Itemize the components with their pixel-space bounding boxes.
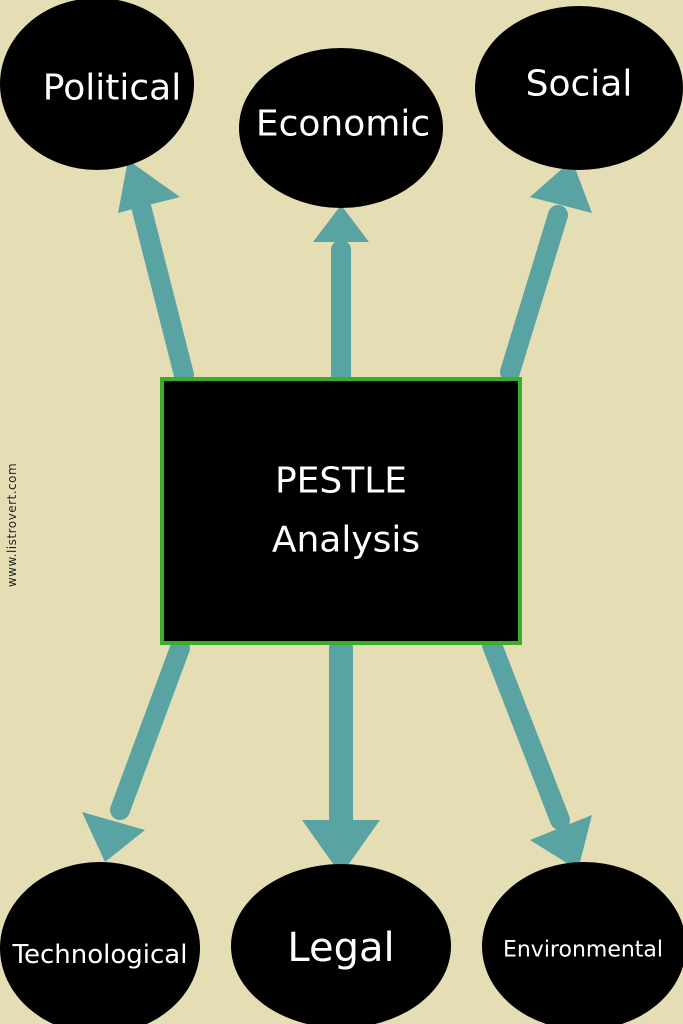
node-political-label: Political	[43, 68, 181, 109]
arrow-to-social-shaft	[500, 205, 568, 382]
node-social-ellipse	[475, 6, 683, 170]
node-economic-ellipse	[239, 48, 443, 208]
arrow-to-economic	[313, 205, 369, 388]
node-technological: Technological	[0, 862, 200, 1024]
arrow-to-environmental-shaft	[482, 635, 570, 830]
arrow-to-political-head	[118, 160, 180, 213]
arrows-group	[82, 160, 592, 875]
arrow-to-technological-head	[82, 812, 145, 862]
arrow-to-economic-head	[313, 205, 369, 242]
arrow-to-social	[500, 160, 592, 382]
arrow-to-technological-shaft	[110, 638, 190, 820]
arrow-to-legal	[302, 636, 380, 875]
node-political: Political	[0, 0, 194, 170]
node-legal-ellipse	[231, 864, 451, 1024]
node-technological-label: Technological	[12, 940, 188, 970]
node-economic-label: Economic	[256, 104, 430, 145]
arrow-to-technological	[82, 638, 190, 862]
node-environmental: Environmental	[482, 862, 683, 1024]
node-economic: Economic	[239, 48, 443, 208]
arrow-to-political	[118, 160, 194, 385]
arrow-to-legal-head	[302, 820, 380, 875]
arrow-to-environmental-head	[530, 815, 592, 870]
arrow-to-social-head	[530, 160, 592, 213]
arrow-to-environmental	[482, 635, 592, 870]
node-environmental-label: Environmental	[503, 938, 663, 963]
watermark-text: www.listrovert.com	[5, 462, 19, 588]
node-legal-label: Legal	[287, 925, 394, 971]
node-legal: Legal	[231, 864, 451, 1024]
center-box	[160, 377, 522, 645]
center-node: PESTLE Analysis	[160, 377, 522, 645]
node-social: Social	[475, 6, 683, 170]
center-title-line1: PESTLE	[275, 461, 407, 502]
node-environmental-ellipse	[482, 862, 683, 1024]
arrow-to-political-shaft	[132, 200, 194, 385]
node-technological-ellipse	[0, 862, 200, 1024]
center-title-line2: Analysis	[272, 520, 420, 561]
node-social-label: Social	[526, 64, 633, 105]
node-political-ellipse	[0, 0, 194, 170]
